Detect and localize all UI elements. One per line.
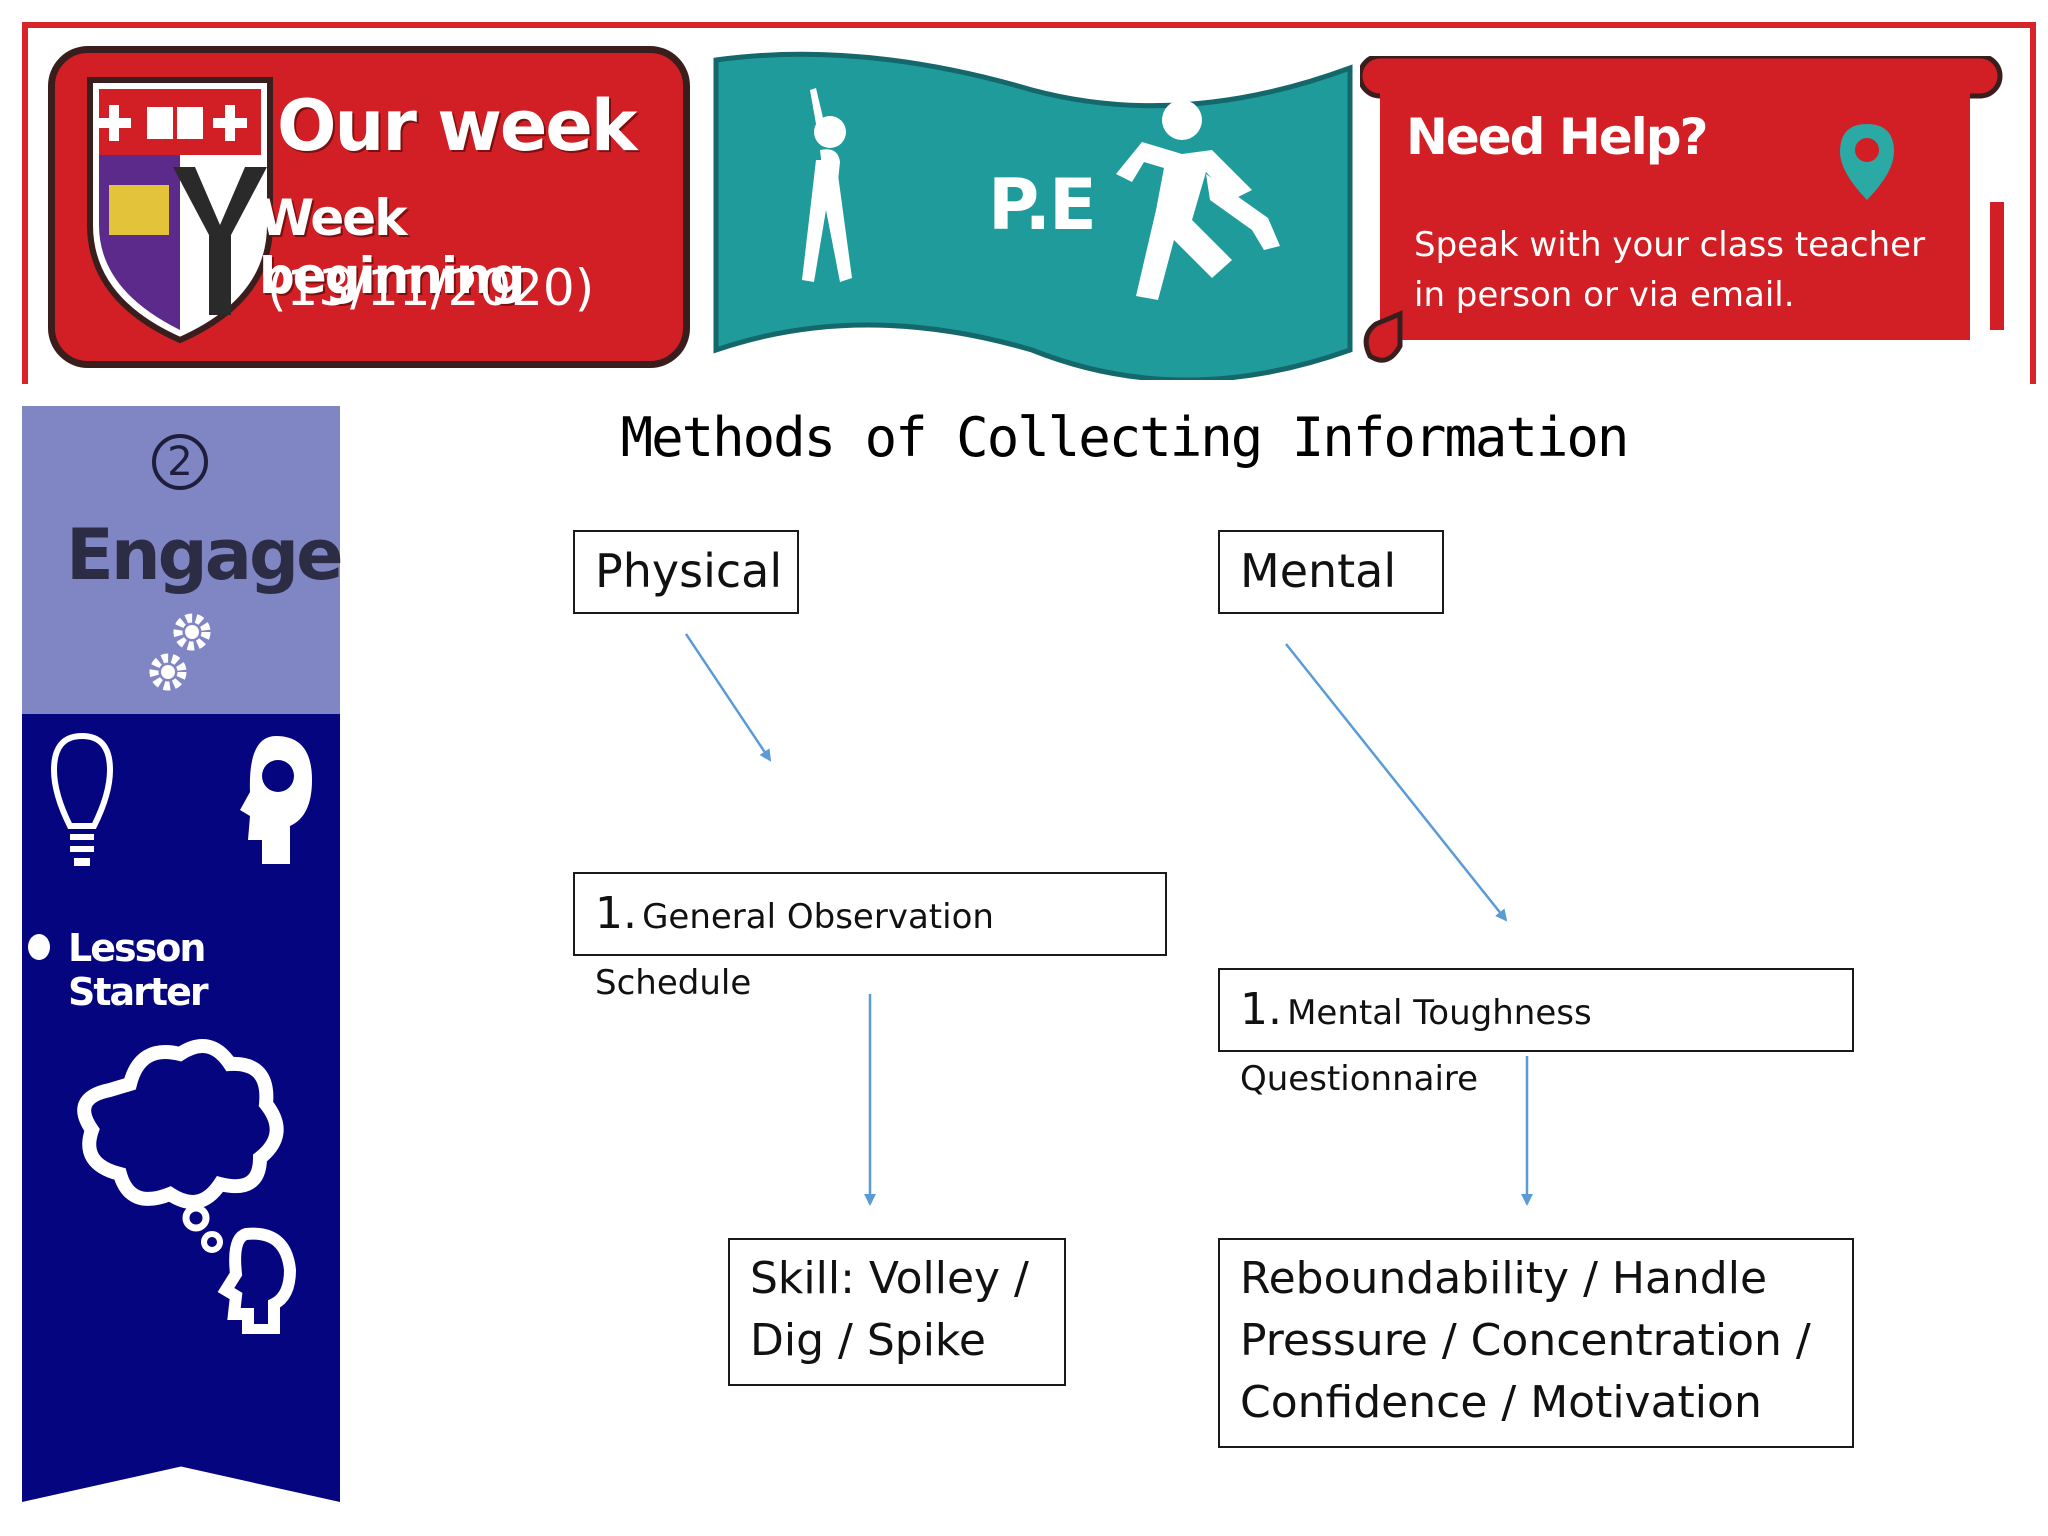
activity-label: Lesson Starter: [68, 926, 209, 1014]
help-scroll: [1360, 56, 2004, 363]
thinking-head-icon: [240, 736, 312, 864]
physical-heading-box: Physical: [573, 530, 799, 614]
step-label: Engage: [66, 514, 344, 596]
week-subtitle: Week beginning: [259, 189, 525, 305]
physical-detail-box: Skill: Volley / Dig / Spike: [728, 1238, 1066, 1386]
help-body: Speak with your class teacher in person …: [1414, 225, 1926, 315]
running-figure-icon: [1116, 100, 1280, 300]
step-number: 2: [152, 434, 208, 490]
school-crest-icon: [87, 77, 273, 344]
thought-bubble-icon: [77, 1039, 297, 1334]
week-date: (13/11/2020): [267, 259, 595, 317]
mental-heading: Mental: [1240, 544, 1397, 598]
physical-heading: Physical: [595, 544, 783, 598]
mental-method-box: 1. Mental Toughness Questionnaire: [1218, 968, 1854, 1099]
stretching-figure-icon: [802, 88, 852, 282]
location-pin-icon: [1840, 124, 1894, 200]
physical-detail-line-2: Dig / Spike: [750, 1315, 986, 1366]
mental-detail-line-1: Reboundability / Handle: [1240, 1253, 1768, 1304]
light-bulb-icon: [50, 732, 114, 866]
help-title: Need Help?: [1406, 108, 1709, 166]
week-card: Our week Week beginning (13/11/2020): [48, 46, 690, 368]
mental-heading-box: Mental: [1218, 530, 1444, 614]
mental-method-number: 1.: [1240, 984, 1282, 1035]
pe-flag: [713, 51, 1353, 380]
diagram-title: Methods of Collecting Information: [620, 406, 1630, 469]
mental-detail-line-2: Pressure / Concentration /: [1240, 1315, 1811, 1366]
gears-icon: [149, 613, 211, 691]
mental-detail-box: Reboundability / Handle Pressure / Conce…: [1218, 1238, 1854, 1448]
arrow-mental-to-method: [1285, 643, 1508, 922]
subject-label: P.E: [988, 164, 1097, 246]
week-title: Our week: [277, 85, 637, 167]
sidebar-ribbon: 2 Engage Lesson Starter: [22, 406, 344, 1502]
mental-detail-line-3: Confidence / Motivation: [1240, 1377, 1762, 1428]
mental-method: Mental Toughness Questionnaire: [1240, 993, 1592, 1099]
physical-method: General Observation Schedule: [595, 897, 994, 1003]
physical-method-box: 1. General Observation Schedule: [573, 872, 1167, 1003]
bullet-icon: [28, 934, 50, 960]
physical-detail-line-1: Skill: Volley /: [750, 1253, 1029, 1304]
arrow-physical-to-method: [684, 633, 772, 762]
physical-method-number: 1.: [595, 888, 637, 939]
ribbon-top: 2 Engage: [22, 406, 344, 714]
